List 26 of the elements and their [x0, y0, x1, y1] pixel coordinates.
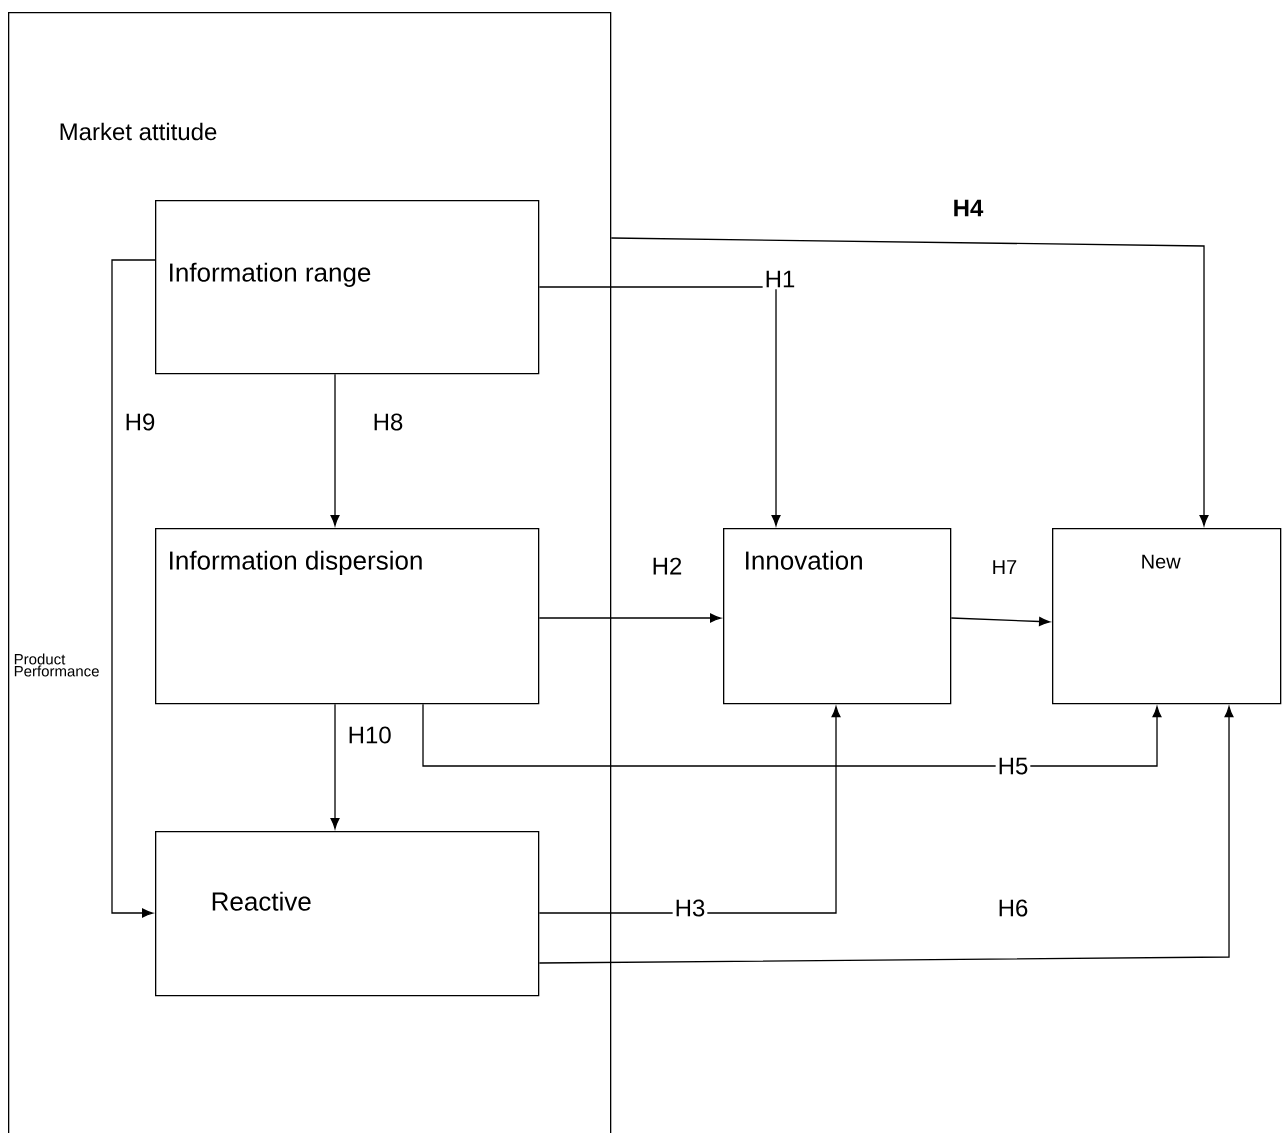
side-label: Product Performance: [14, 653, 99, 677]
arrow: [950, 617, 1051, 626]
edge-label: H8: [370, 411, 406, 433]
arrow: [610, 237, 1209, 527]
box: Reactive: [155, 831, 540, 997]
arrow: [538, 613, 722, 623]
edge-label: H1: [762, 268, 798, 290]
arrow: [330, 373, 340, 527]
box: New: [1052, 528, 1282, 705]
arrow: [111, 259, 156, 918]
arrow: [538, 706, 1234, 964]
edge-label: H2: [649, 555, 685, 577]
edge-label: H9: [122, 411, 158, 433]
arrow: [422, 703, 1162, 767]
box: Information dispersion: [155, 528, 540, 705]
edge-label: H4: [950, 197, 986, 219]
arrow: [538, 706, 841, 914]
box: Information range: [155, 200, 540, 375]
edge-label: H7: [989, 558, 1020, 576]
arrow: [538, 286, 781, 527]
box: Innovation: [723, 528, 952, 705]
arrow: [330, 703, 340, 830]
edge-label: H3: [672, 897, 708, 919]
edge-label: H6: [995, 897, 1031, 919]
edge-label: H5: [995, 755, 1031, 777]
edge-label: H10: [345, 724, 394, 746]
